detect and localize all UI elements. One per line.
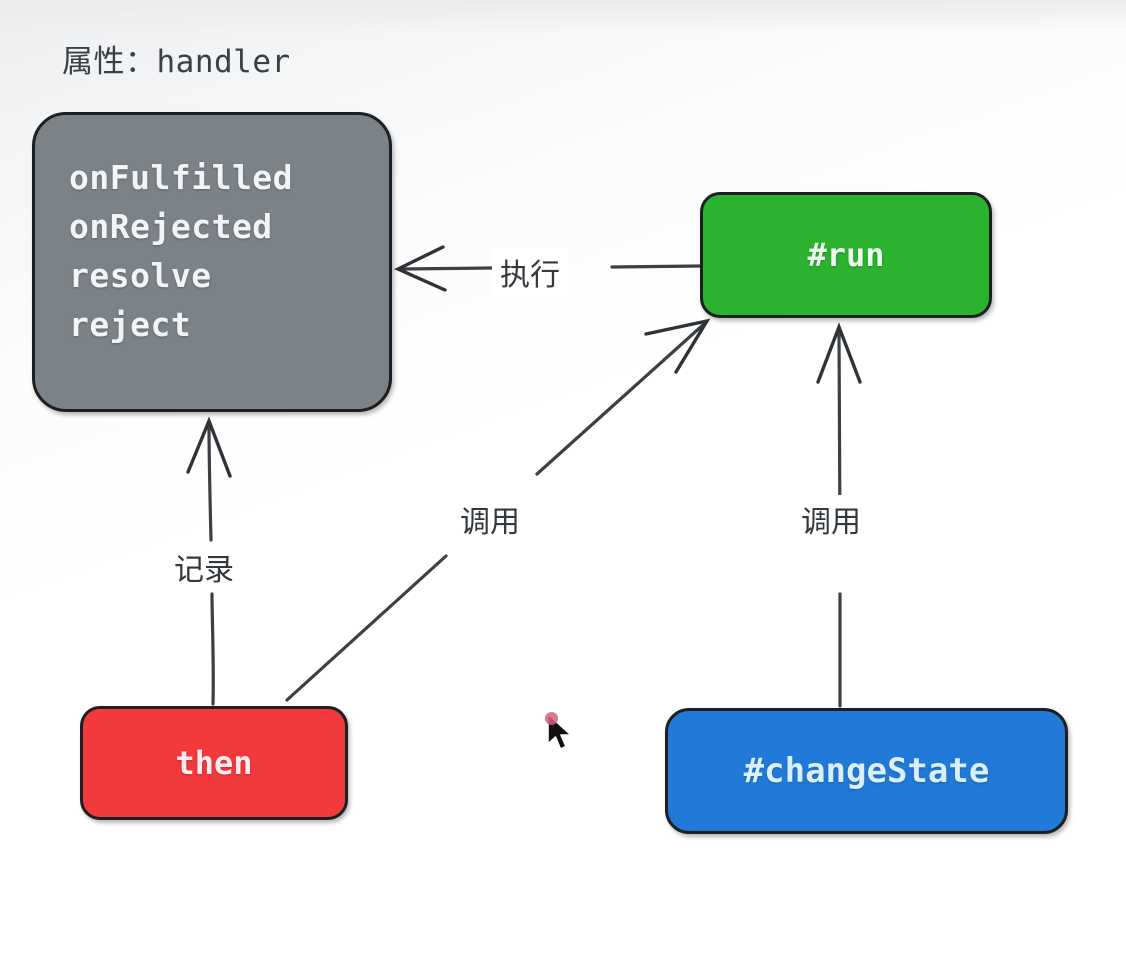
cursor-highlight-dot bbox=[545, 712, 558, 725]
node-handler[interactable]: onFulfilled onRejected resolve reject bbox=[32, 112, 392, 412]
node-run[interactable]: #run bbox=[700, 192, 992, 318]
page-title: 属性：handler bbox=[62, 44, 291, 80]
node-change-state[interactable]: #changeState bbox=[665, 708, 1068, 834]
node-then-label: then bbox=[175, 744, 253, 782]
node-run-label: #run bbox=[807, 236, 885, 274]
edge-label-call-changestate-run: 调用 bbox=[793, 495, 869, 543]
mouse-cursor bbox=[545, 712, 579, 756]
node-change-state-label: #changeState bbox=[743, 751, 990, 791]
node-then[interactable]: then bbox=[80, 706, 348, 820]
edge-label-record: 记录 bbox=[166, 543, 242, 591]
edge-label-call-then-run: 调用 bbox=[452, 495, 528, 543]
edge-label-execute: 执行 bbox=[492, 248, 568, 296]
node-handler-label: onFulfilled onRejected resolve reject bbox=[69, 158, 294, 345]
